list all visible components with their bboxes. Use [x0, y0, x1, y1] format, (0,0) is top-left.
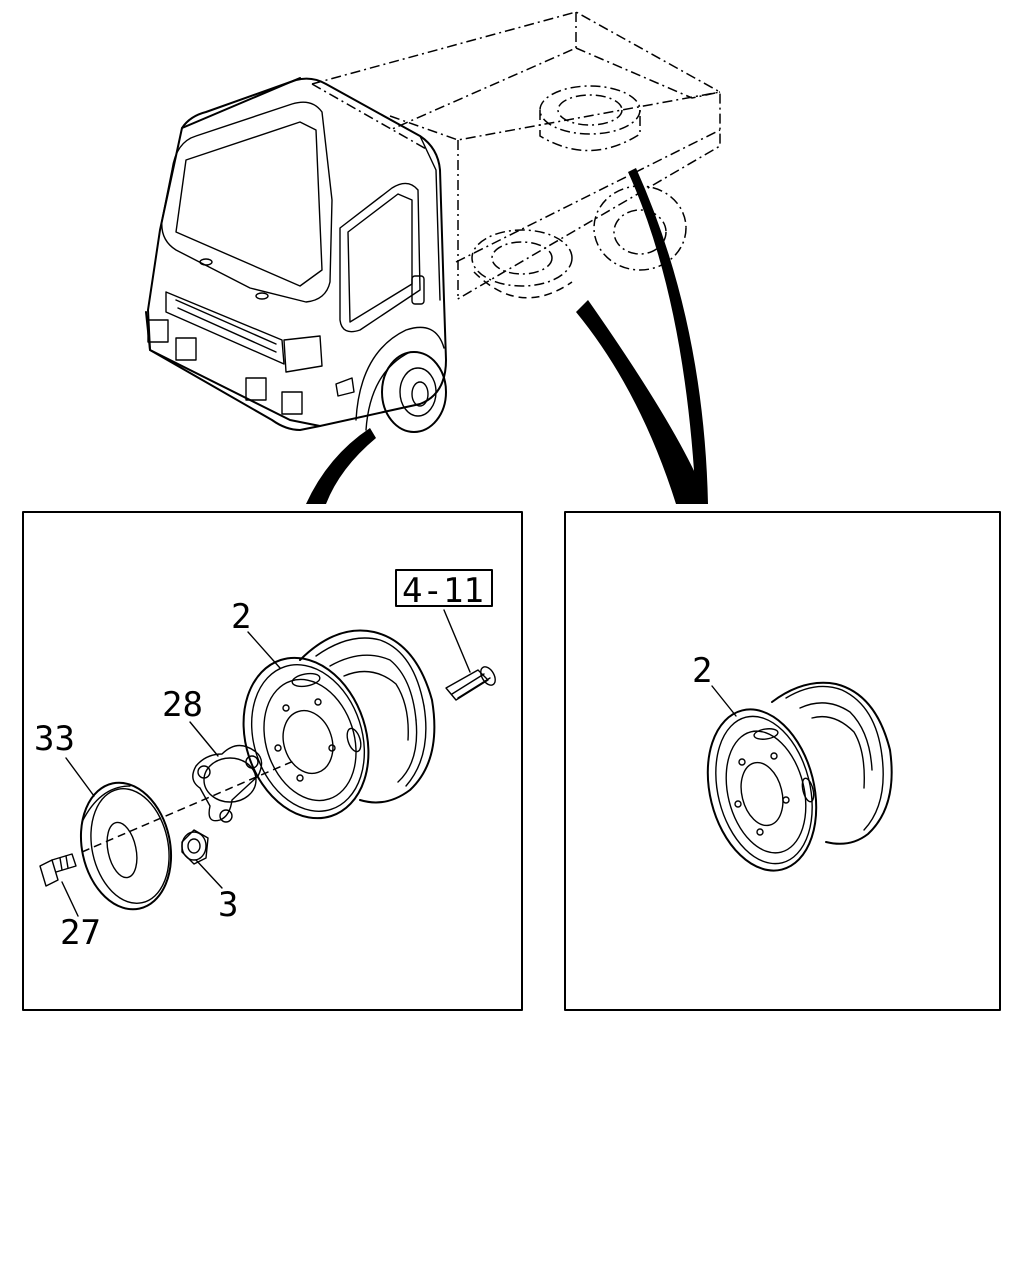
- disc-bolt: [39, 853, 77, 887]
- callout-bolt: 27: [60, 913, 101, 953]
- wheel-nut: [181, 829, 209, 865]
- hub-plate: [192, 744, 263, 823]
- callout-wheel-rear: 2: [692, 651, 712, 691]
- callout-disc: 33: [34, 719, 75, 759]
- rear-wheel-panel: 2: [564, 511, 1001, 1011]
- cargo-bed: [311, 11, 721, 301]
- callout-plate: 28: [162, 685, 203, 725]
- callout-nut: 3: [218, 885, 238, 925]
- truck-overview: [145, 11, 721, 504]
- front-wheel-panel: 2 4-11 28 33 27 3: [22, 511, 523, 1011]
- rear-wheel-arrow: [576, 300, 708, 504]
- truck-cab: [145, 77, 447, 433]
- front-wheel-rim: [242, 629, 436, 820]
- front-wheel-arrow: [306, 428, 376, 504]
- hub-bolt: [445, 666, 496, 701]
- callout-hub-ref: 4-11: [402, 571, 484, 611]
- callout-wheel-front: 2: [231, 597, 251, 637]
- brake-disc: [79, 781, 173, 911]
- hub-ref-box: [395, 569, 493, 607]
- rear-wheel-rim: [706, 681, 893, 872]
- rear-wheel-arrow-2: [628, 168, 708, 504]
